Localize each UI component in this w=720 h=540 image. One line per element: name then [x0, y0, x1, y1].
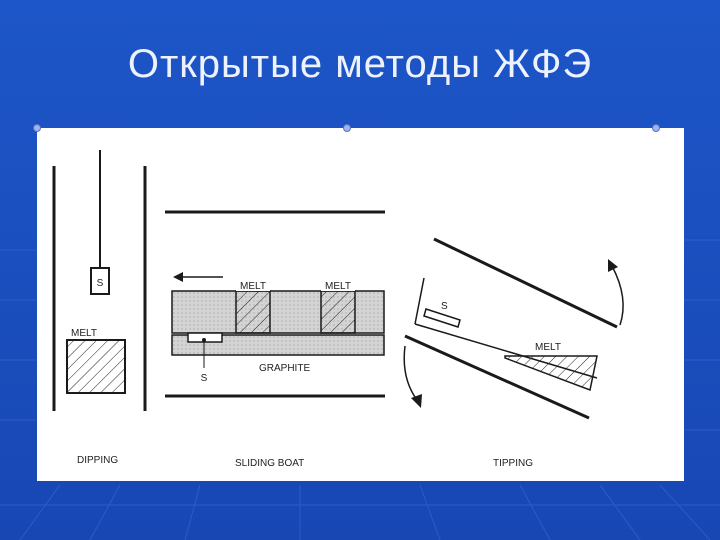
sliding-boat-section: MELT MELT S GRAPHITE SLIDING BOAT	[165, 210, 385, 469]
tipping-melt-label: MELT	[535, 342, 561, 353]
tipping-rotate-arrowhead-left	[411, 394, 422, 408]
melt-well-1-label-bg	[236, 278, 270, 291]
melt-well-2-label-bg	[321, 278, 355, 291]
dipping-substrate	[90, 267, 110, 295]
selection-handle-top-middle[interactable]	[343, 124, 351, 132]
sliding-melt-label-2: MELT	[325, 281, 351, 292]
dipping-caption: DIPPING	[77, 455, 118, 466]
dipping-crucible	[66, 339, 126, 394]
sliding-melt-label-1: MELT	[240, 281, 266, 292]
sliding-substrate-dot	[202, 338, 206, 342]
sliding-caption: SLIDING BOAT	[235, 458, 304, 469]
tipping-rotate-arrowhead-right	[608, 259, 618, 272]
graphite-base	[171, 334, 385, 356]
selection-handle-top-left[interactable]	[33, 124, 41, 132]
graphite-label: GRAPHITE	[259, 363, 310, 374]
dipping-section: S MELT DIPPING	[52, 150, 147, 466]
tipping-rotate-arrow-right	[611, 265, 624, 326]
tipping-caption: TIPPING	[493, 458, 533, 469]
selection-handle-top-right[interactable]	[652, 124, 660, 132]
diagram-panel: S MELT DIPPING MELT MELT	[37, 128, 684, 481]
tipping-rotate-arrow-left	[403, 345, 418, 401]
lpe-methods-diagram: S MELT DIPPING MELT MELT	[52, 150, 624, 469]
tipping-upper-wall	[433, 237, 618, 329]
dipping-melt-label: MELT	[71, 328, 97, 339]
tipping-substrate	[423, 308, 461, 328]
tipping-substrate-label: S	[441, 301, 448, 312]
sliding-substrate	[187, 332, 223, 343]
slide-title: Открытые методы ЖФЭ	[127, 42, 593, 86]
melt-well-2	[320, 290, 356, 334]
tipping-boat-end	[414, 277, 425, 325]
tipping-lower-wall	[404, 334, 590, 420]
dipping-substrate-label: S	[97, 278, 104, 289]
tipping-melt	[504, 355, 598, 392]
melt-well-1	[235, 290, 271, 334]
sliding-arrow-head	[173, 272, 183, 282]
sliding-substrate-label: S	[201, 373, 208, 384]
tipping-section: MELT S TIPPING	[403, 237, 624, 469]
